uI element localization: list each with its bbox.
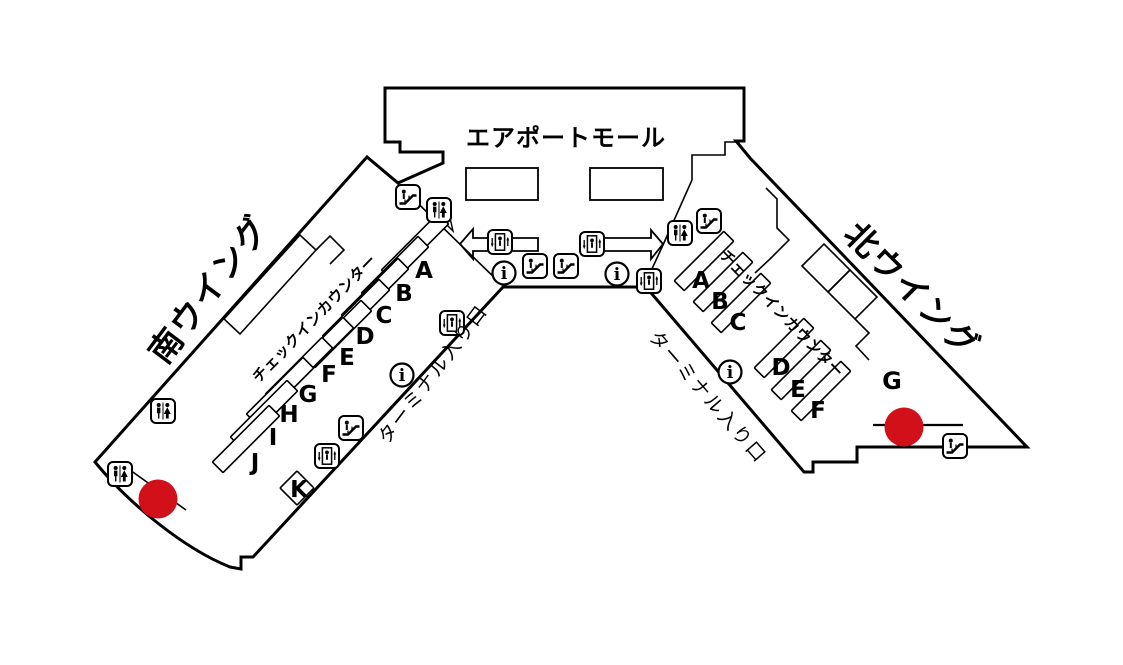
counter-label-south-C: C — [376, 303, 393, 329]
escalator-icon — [394, 183, 422, 211]
escalator-icon — [695, 207, 723, 235]
toilet-icon — [667, 220, 693, 246]
counter-label-south-D: D — [355, 324, 374, 350]
elevator-icon — [314, 443, 340, 469]
terminal-outline — [93, 86, 1031, 571]
checkin-counter-band-north-E — [770, 339, 832, 401]
south-wing-label: 南ウイング — [141, 207, 277, 370]
counter-label-south-H: H — [279, 402, 298, 428]
counter-label-south-E: E — [339, 345, 355, 371]
counter-label-south-K: K — [290, 477, 309, 503]
checkin-counter-band-north-D — [753, 317, 815, 379]
counter-label-north-G: G — [882, 367, 902, 395]
checkin-counter-band-north-C — [710, 272, 772, 334]
counter-label-north-C: C — [730, 310, 747, 336]
escalator-icon — [521, 252, 549, 280]
counter-label-south-A: A — [415, 258, 433, 284]
counter-label-south-G: G — [299, 382, 318, 408]
north-block-1 — [800, 242, 852, 294]
north-stepped-wall — [754, 187, 791, 274]
toilet-icon — [150, 398, 176, 424]
counter-label-south-I: I — [269, 425, 278, 451]
info-icon — [604, 261, 630, 287]
elevator-icon — [636, 268, 662, 294]
checkin-counter-band-south-K — [279, 470, 315, 506]
counter-label-north-F: F — [810, 398, 826, 424]
shop-block — [465, 167, 539, 201]
counter-label-north-A: A — [692, 268, 710, 294]
elevator-icon — [487, 229, 513, 255]
toilet-icon — [426, 197, 452, 223]
current-location-marker — [138, 479, 178, 519]
counter-label-north-B: B — [711, 289, 729, 315]
info-icon — [389, 362, 415, 388]
counter-label-south-B: B — [395, 281, 413, 307]
north-block-steps — [854, 318, 871, 361]
escalator-icon — [552, 252, 580, 280]
checkin-counter-band-north-A — [673, 230, 735, 292]
info-icon — [717, 359, 743, 385]
current-location-marker — [884, 407, 924, 447]
toilet-icon — [107, 461, 133, 487]
south-island-step — [315, 234, 346, 265]
info-icon — [491, 260, 517, 286]
counter-label-south-J: J — [249, 450, 260, 476]
direction-arrow-left — [458, 226, 539, 262]
elevator-icon — [579, 231, 605, 257]
counter-label-north-E: E — [790, 377, 806, 403]
checkin-counter-band-north-F — [790, 360, 852, 422]
escalator-icon — [337, 414, 365, 442]
interior-structures — [222, 187, 879, 361]
shop-block — [589, 167, 664, 201]
escalator-icon — [941, 432, 969, 460]
north-terminal-entrance-label: ターミナル入り口 — [644, 326, 771, 467]
mall-label: エアポートモール — [466, 124, 666, 152]
counter-label-south-F: F — [321, 362, 337, 388]
checkin-counter-band-south-J — [212, 405, 280, 473]
north-block-2 — [826, 268, 879, 321]
checkin-counter-band-north-B — [692, 251, 754, 313]
